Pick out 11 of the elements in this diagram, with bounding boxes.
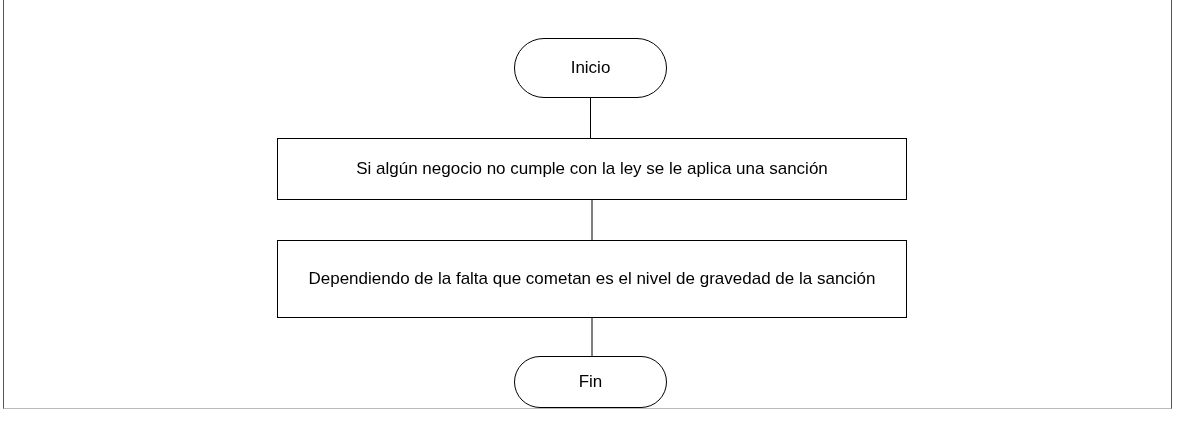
- connector-line: [591, 199, 593, 241]
- node-text: Dependiendo de la falta que cometan es el nivel de gravedad de la sanción: [308, 268, 876, 290]
- node-text: Si algún negocio no cumple con la ley se le aplica una sanción: [356, 158, 828, 180]
- node-text: Fin: [578, 371, 603, 393]
- process-box: [277, 240, 907, 318]
- connector-line: [591, 317, 593, 357]
- terminal-pill: [514, 38, 667, 98]
- connector-line: [590, 97, 591, 139]
- node-text: Inicio: [570, 57, 611, 79]
- terminal-pill: [514, 356, 667, 408]
- process-box: [277, 138, 907, 200]
